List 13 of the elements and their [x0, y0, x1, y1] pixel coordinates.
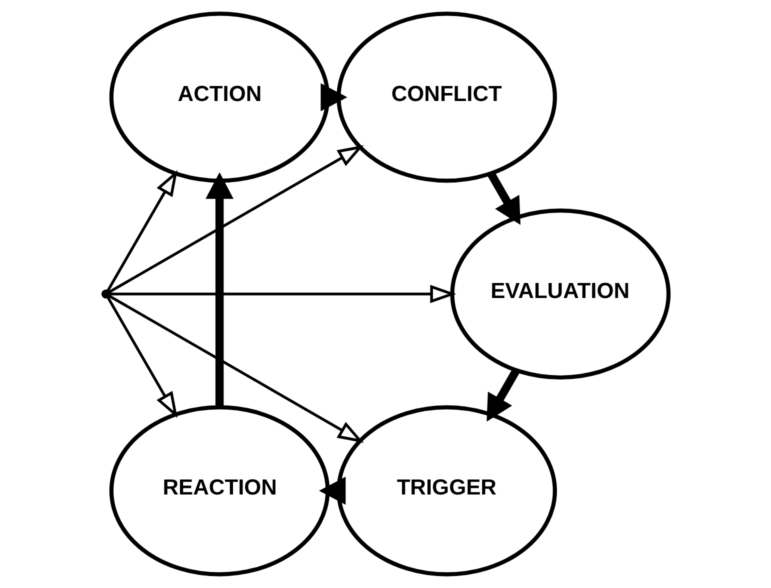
arrow	[106, 145, 364, 294]
arrow	[318, 476, 346, 505]
arrow	[106, 170, 178, 292]
node-ellipse: REACTION	[108, 405, 330, 576]
arrow	[486, 368, 520, 422]
arrow	[205, 172, 234, 407]
arrow	[320, 83, 347, 112]
node-ellipse: EVALUATION	[450, 208, 670, 380]
arrow	[108, 284, 456, 304]
node-point	[100, 290, 110, 299]
arrow	[486, 172, 520, 225]
arrow	[106, 294, 364, 443]
arrow	[106, 296, 178, 418]
